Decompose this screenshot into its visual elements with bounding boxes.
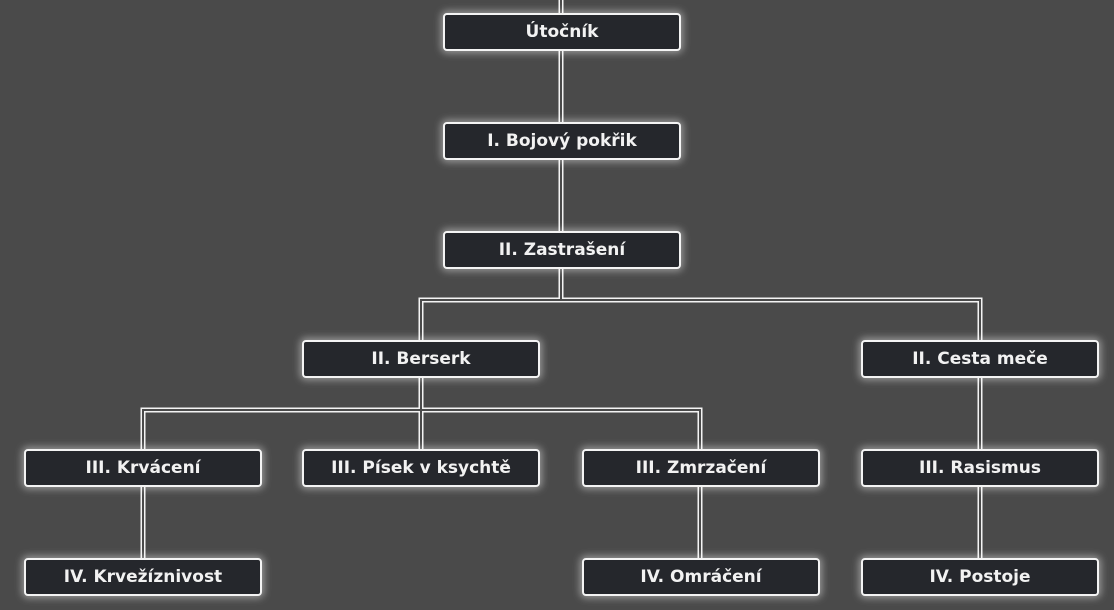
- node-pisek[interactable]: III. Písek v ksychtě: [302, 449, 540, 487]
- node-berserk[interactable]: II. Berserk: [302, 340, 540, 378]
- node-label: IV. Omráčení: [640, 567, 762, 587]
- node-krveziznivost[interactable]: IV. Krvežíznivost: [24, 558, 262, 596]
- node-label: III. Písek v ksychtě: [331, 458, 511, 478]
- node-label: Útočník: [525, 22, 599, 42]
- node-label: IV. Postoje: [929, 567, 1031, 587]
- node-cesta-mece[interactable]: II. Cesta meče: [861, 340, 1099, 378]
- node-omraceni[interactable]: IV. Omráčení: [582, 558, 820, 596]
- node-zmrzaceni[interactable]: III. Zmrzačení: [582, 449, 820, 487]
- node-rasismus[interactable]: III. Rasismus: [861, 449, 1099, 487]
- node-label: II. Zastrašení: [498, 240, 626, 260]
- node-label: III. Rasismus: [919, 458, 1041, 478]
- node-krvaceni[interactable]: III. Krvácení: [24, 449, 262, 487]
- node-label: III. Krvácení: [85, 458, 201, 478]
- node-utocnik[interactable]: Útočník: [443, 13, 681, 51]
- node-label: II. Cesta meče: [912, 349, 1048, 369]
- node-label: II. Berserk: [371, 349, 471, 369]
- node-label: IV. Krvežíznivost: [63, 567, 223, 587]
- node-label: I. Bojový pokřik: [487, 131, 637, 151]
- node-label: III. Zmrzačení: [635, 458, 767, 478]
- node-bojovy-pokrik[interactable]: I. Bojový pokřik: [443, 122, 681, 160]
- node-zastraseni[interactable]: II. Zastrašení: [443, 231, 681, 269]
- node-postoje[interactable]: IV. Postoje: [861, 558, 1099, 596]
